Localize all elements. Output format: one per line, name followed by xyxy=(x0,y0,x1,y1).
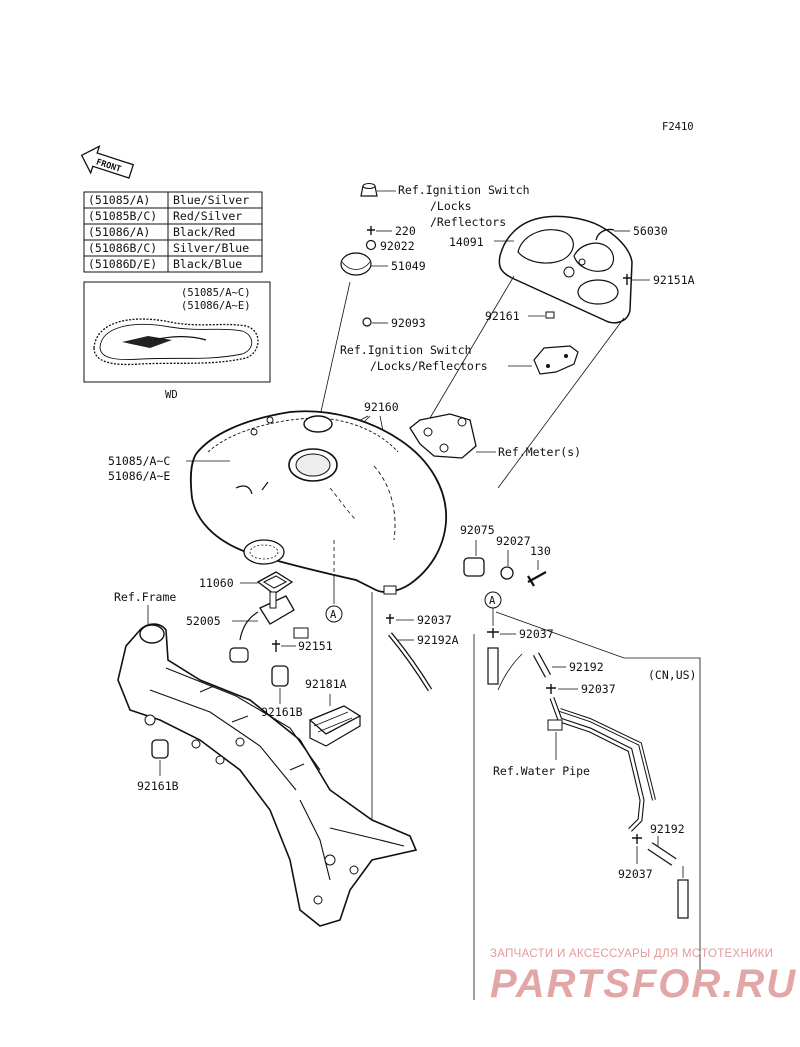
inset-code: (51086/A~E) xyxy=(181,300,251,312)
part-number: 92037 xyxy=(618,867,653,881)
marker-a: A xyxy=(489,595,496,607)
marker-a: A xyxy=(330,609,337,621)
frame: Ref.Frame xyxy=(114,590,418,927)
inset-code: (51085/A~C) xyxy=(181,287,251,299)
ref-ignition-label: /Locks xyxy=(430,199,472,213)
ref-ignition-label: /Reflectors xyxy=(430,215,506,229)
tank-mounts: 92075 92027 130 xyxy=(460,523,551,587)
tank-label: 51085/A~C xyxy=(108,454,170,468)
part-number: 92161B xyxy=(137,779,179,793)
part-number: 92027 xyxy=(496,534,531,548)
ref-ignition-label: Ref.Ignition Switch xyxy=(340,343,472,357)
region-label: (CN,US) xyxy=(648,668,696,682)
table-code: (51086B/C) xyxy=(88,241,157,255)
part-number: 92037 xyxy=(417,613,452,627)
watermark-logo: PARTSFOR.RU xyxy=(490,962,798,1006)
ref-frame-label: Ref.Frame xyxy=(114,590,176,604)
part-number: 92151 xyxy=(298,639,333,653)
figure-code: F2410 xyxy=(662,121,694,133)
part-number: 92022 xyxy=(380,239,415,253)
part-number: 52005 xyxy=(186,614,221,628)
fuel-pump: 11060 52005 92151 xyxy=(186,539,333,663)
ref-ignition-label: Ref.Ignition Switch xyxy=(398,183,530,197)
table-code: (51085B/C) xyxy=(88,209,157,223)
part-number: 92192 xyxy=(569,660,604,674)
table-color: Blue/Silver xyxy=(173,193,249,207)
part-number: 92093 xyxy=(391,316,426,330)
part-number: 92161B xyxy=(261,705,303,719)
ref-ignition-label: /Locks/Reflectors xyxy=(370,359,488,373)
table-color: Black/Red xyxy=(173,225,235,239)
front-arrow-icon: FRONT xyxy=(80,145,135,179)
part-number: 51049 xyxy=(391,259,426,273)
meter-cover: 56030 14091 92151A 92161 xyxy=(429,215,695,489)
part-number: 92075 xyxy=(460,523,495,537)
inset-caption: WD xyxy=(165,389,178,401)
table-color: Red/Silver xyxy=(173,209,242,223)
table-code: (51085/A) xyxy=(88,193,150,207)
table-color: Black/Blue xyxy=(173,257,242,271)
ignition-parts: Ref.Ignition Switch /Locks /Reflectors 2… xyxy=(317,183,532,426)
part-number: 92161 xyxy=(485,309,520,323)
decal-inset: (51085/A~C) (51086/A~E) WD xyxy=(83,281,271,401)
part-number: 92160 xyxy=(364,400,399,414)
part-number: 11060 xyxy=(199,576,234,590)
part-number: 220 xyxy=(395,224,416,238)
part-number: 92151A xyxy=(653,273,695,287)
part-number: 92037 xyxy=(519,627,554,641)
color-table: (51085/A) Blue/Silver (51085B/C) Red/Sil… xyxy=(83,191,263,273)
frame-dampers: 92161B 92181A 92161B xyxy=(137,665,362,793)
part-number: 56030 xyxy=(633,224,668,238)
table-code: (51086/A) xyxy=(88,225,150,239)
part-number: 92192A xyxy=(417,633,459,647)
ref-water-pipe-label: Ref.Water Pipe xyxy=(493,764,590,778)
drain-hose: 92037 92192A xyxy=(371,592,459,822)
part-number: 92181A xyxy=(305,677,347,691)
part-number: 130 xyxy=(530,544,551,558)
watermark-tagline: ЗАПЧАСТИ И АКСЕССУАРЫ ДЛЯ МОТОТЕХНИКИ xyxy=(490,948,774,960)
tank-label: 51086/A~E xyxy=(108,469,170,483)
table-code: (51086D/E) xyxy=(88,257,157,271)
meter-bracket: Ref.Meter(s) xyxy=(399,345,581,461)
ref-meter-label: Ref.Meter(s) xyxy=(498,445,581,459)
cn-us-group: (CN,US) A 92037 92192 92037 Ref.Water Pi… xyxy=(473,591,701,1000)
part-number: 92192 xyxy=(650,822,685,836)
part-number: 14091 xyxy=(449,235,484,249)
table-color: Silver/Blue xyxy=(173,241,249,255)
part-number: 92037 xyxy=(581,682,616,696)
